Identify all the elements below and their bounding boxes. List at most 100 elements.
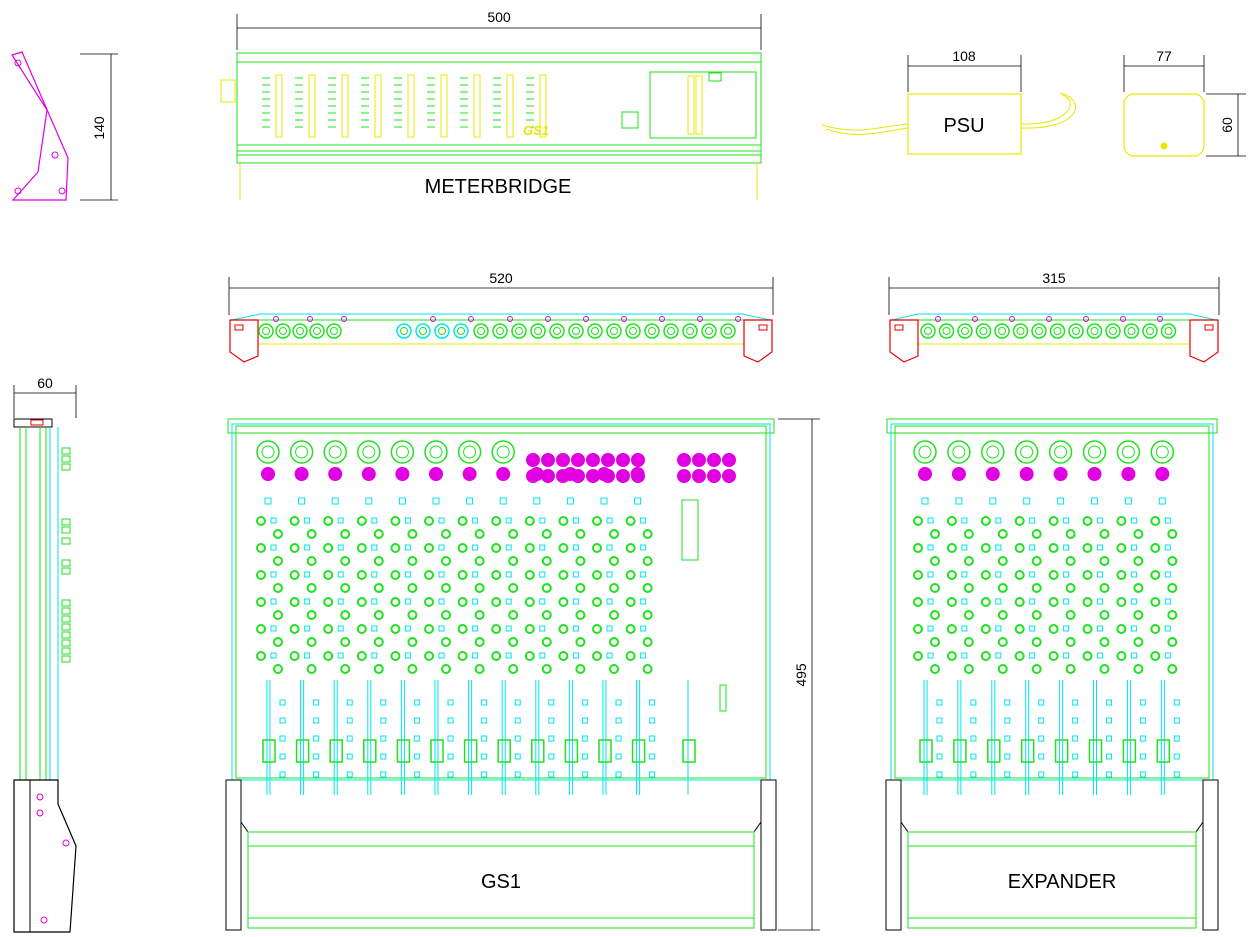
jack-connector <box>1049 323 1066 339</box>
psu-body: PSU <box>821 92 1077 155</box>
button <box>304 517 311 524</box>
jack-connector <box>587 323 603 339</box>
knob <box>373 637 384 647</box>
button <box>304 625 311 632</box>
knob <box>625 624 636 634</box>
knob <box>930 583 940 593</box>
psu-depth-dimension: 77 <box>1123 48 1205 92</box>
mute-button <box>1139 717 1146 724</box>
knob <box>642 583 653 593</box>
meterbridge-label: METERBRIDGE <box>425 176 572 198</box>
mute-button <box>279 699 286 706</box>
xlr-input <box>1048 440 1073 464</box>
jack-inner <box>924 327 932 335</box>
side-control <box>61 599 71 607</box>
jack-inner <box>330 327 338 335</box>
mute-button <box>1139 735 1146 742</box>
fader-cap <box>953 739 967 763</box>
button <box>404 571 411 578</box>
button <box>995 598 1002 605</box>
knob <box>1150 516 1161 526</box>
button <box>505 544 512 551</box>
psu-width-label: 108 <box>952 48 976 64</box>
mute-button <box>313 735 320 742</box>
rear-gs1-connectors <box>258 316 741 339</box>
side-control <box>61 607 71 615</box>
aux-jack <box>616 469 630 483</box>
button <box>572 652 579 659</box>
button <box>995 544 1002 551</box>
knob <box>609 610 619 620</box>
mute-button <box>615 753 622 760</box>
knob <box>424 516 434 526</box>
knob <box>642 637 653 647</box>
knob <box>963 664 974 674</box>
xlr-input-inner <box>463 445 477 459</box>
knob <box>625 543 636 553</box>
meter-strip <box>539 74 547 138</box>
mute-button <box>1106 735 1112 742</box>
side-control <box>61 518 71 526</box>
knob <box>1014 651 1025 661</box>
mute-button <box>514 753 521 760</box>
jack-inner <box>572 327 580 335</box>
aux-jack <box>601 453 615 467</box>
jack-inner <box>648 327 656 335</box>
mute-button <box>1038 717 1045 724</box>
button <box>438 598 445 605</box>
knob <box>1048 543 1059 553</box>
knob <box>407 529 418 539</box>
button <box>1130 598 1137 605</box>
knob <box>592 516 602 526</box>
button <box>606 598 613 605</box>
side-control <box>61 537 71 545</box>
psu-height-label: 60 <box>1219 117 1235 133</box>
knob <box>424 651 434 661</box>
jack-inner <box>961 327 969 335</box>
knob <box>980 624 991 634</box>
knob <box>609 637 619 647</box>
button <box>1029 571 1036 578</box>
button <box>505 625 512 632</box>
knob <box>407 637 418 647</box>
knob <box>1014 570 1025 580</box>
knob <box>1150 570 1161 580</box>
knob <box>524 516 535 526</box>
button <box>995 652 1002 659</box>
jack-connector <box>292 323 308 339</box>
jack-inner <box>591 327 599 335</box>
knob <box>1014 543 1025 553</box>
meter-strip <box>308 74 316 138</box>
jack-connector <box>720 323 736 339</box>
knob <box>474 556 485 566</box>
mute-button <box>346 699 353 706</box>
side-control <box>61 463 71 471</box>
mute-button <box>1072 735 1079 742</box>
knob <box>1082 516 1093 526</box>
knob <box>306 664 317 674</box>
jack-inner <box>610 327 618 335</box>
jack-connector <box>663 323 679 339</box>
fader-cap <box>430 739 444 763</box>
button <box>371 598 378 605</box>
mute-button <box>1173 753 1180 760</box>
jack-connector <box>938 323 955 339</box>
xlr-input <box>1150 440 1175 464</box>
aux-jack <box>571 469 585 483</box>
knob <box>609 664 619 674</box>
knob <box>273 610 283 620</box>
mute-button <box>970 771 977 778</box>
knob <box>930 556 940 566</box>
knob <box>575 664 586 674</box>
knob <box>1167 610 1178 620</box>
jack-inner <box>1053 327 1062 335</box>
knob <box>625 597 636 607</box>
knob <box>575 637 586 647</box>
jack-connector <box>1086 323 1103 339</box>
knob <box>491 624 502 634</box>
button <box>572 598 579 605</box>
knob <box>1014 516 1025 526</box>
master-fader-cap <box>682 739 696 763</box>
button <box>640 652 647 659</box>
psu-width-dimension: 108 <box>907 48 1022 92</box>
